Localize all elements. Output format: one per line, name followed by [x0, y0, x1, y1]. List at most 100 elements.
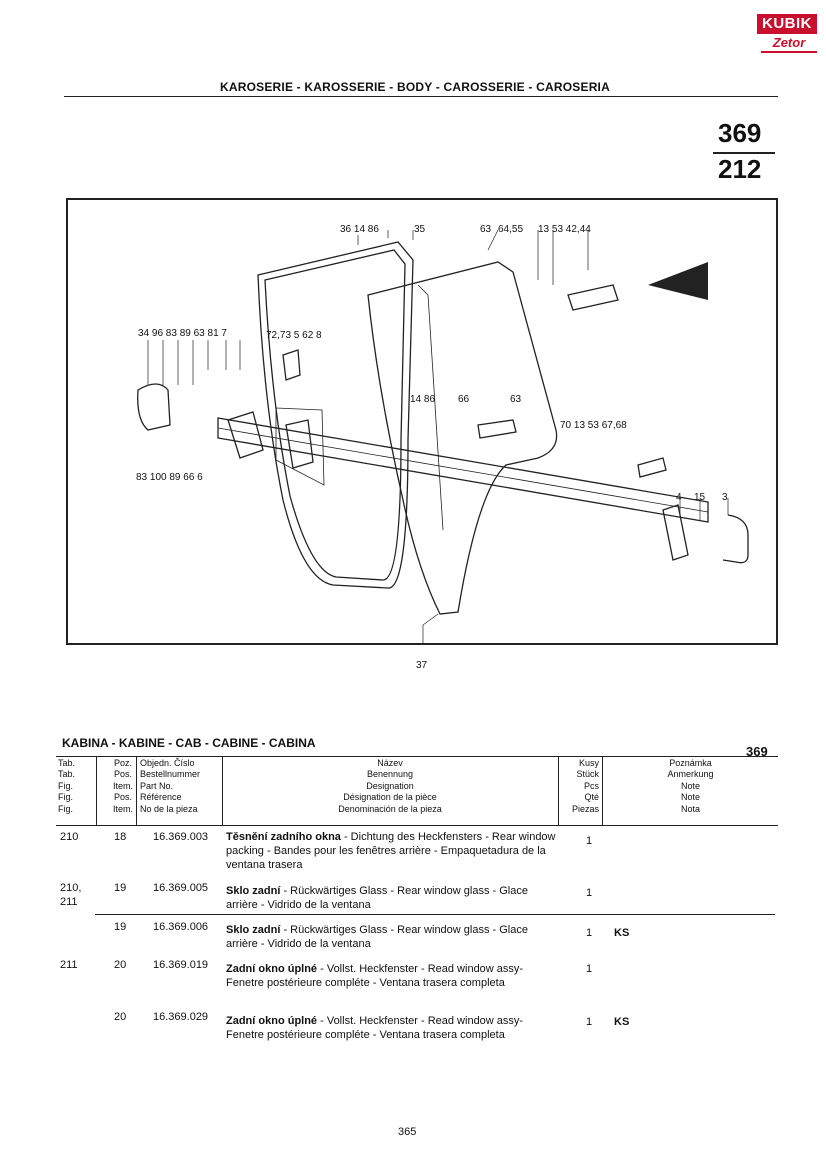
row-4-part-number: 16.369.019	[153, 959, 209, 971]
row-3-qty: 1	[586, 927, 593, 939]
brand-logo: KUBIK Zetor	[757, 14, 817, 53]
header-divider	[558, 757, 559, 825]
row-5-qty: 1	[586, 1016, 593, 1028]
header-divider	[602, 757, 603, 825]
row-2-pos: 19	[114, 882, 127, 894]
header-qty-es: Piezas	[571, 803, 599, 814]
row-5-pos: 20	[114, 1011, 127, 1023]
table-number: 369	[746, 744, 768, 759]
header-tab-cz: Tab.	[58, 758, 76, 768]
callout-83-100-89-66-6: 83 100 89 66 6	[136, 472, 203, 483]
row-5-note: KS	[614, 1016, 630, 1028]
header-tab-en: Fig.	[58, 780, 74, 791]
header-col-tab: Tab. Tab. Fig. Fig. Fig.	[58, 757, 108, 825]
row-4-description: Zadní okno úplné - Vollst. Heckfenster -…	[226, 962, 556, 990]
row-4-name-cz: Zadní okno úplné	[226, 963, 318, 975]
hinge-detail-box	[275, 407, 325, 486]
callout-63-mid: 63	[510, 394, 522, 405]
callout-34-96-83-89-63-81-7: 34 96 83 89 63 81 7	[138, 328, 227, 339]
frame-bar-shape	[217, 417, 709, 523]
row-3-name-rest: - Rückwärtiges Glass - Rear window glass…	[226, 924, 528, 950]
header-pos-es: Item.	[112, 803, 133, 814]
window-packing-shape	[257, 241, 414, 589]
latch-part-shape	[282, 349, 301, 381]
leader-lines-right	[679, 498, 729, 520]
header-col-note: Poznámka Anmerkung Note Note Nota	[603, 757, 778, 825]
row-3-description: Sklo zadní - Rückwärtiges Glass - Rear w…	[226, 923, 556, 951]
header-tab-fr: Fig.	[58, 792, 74, 803]
row-1-description: Těsnění zadního okna - Dichtung des Heck…	[226, 830, 556, 872]
logo-zetor: Zetor	[761, 35, 817, 53]
rear-window-glass-shape	[367, 261, 558, 615]
row-5-name-rest: - Vollst. Heckfenster - Read window assy…	[226, 1015, 524, 1041]
header-pos-en: Item.	[112, 780, 133, 791]
header-part-es: No de la pieza	[140, 803, 198, 814]
header-pos-fr: Pos.	[113, 792, 132, 803]
header-col-name: Název Benennung Designation Désignation …	[223, 757, 557, 825]
row-1-part-number: 16.369.003	[153, 831, 209, 843]
header-qty-de: Stück	[576, 769, 599, 780]
lower-right-hinge-shape	[637, 457, 667, 478]
row-4-qty: 1	[586, 963, 593, 975]
header-part-de: Bestellnummer	[140, 769, 201, 780]
callout-3: 3	[722, 492, 728, 503]
callout-15: 15	[694, 492, 706, 503]
row-5-description: Zadní okno úplné - Vollst. Heckfenster -…	[226, 1014, 556, 1042]
row-1-tab: 210	[60, 831, 79, 843]
header-part-fr: Référence	[140, 792, 182, 803]
callout-37: 37	[416, 660, 428, 671]
row-1-name-cz: Těsnění zadního okna	[226, 831, 341, 843]
header-name-de: Benennung	[366, 769, 414, 780]
section-title: KAROSERIE - KAROSSERIE - BODY - CAROSSER…	[220, 80, 610, 94]
header-pos-cz: Poz.	[113, 758, 132, 768]
hinge-bracket-shape	[285, 419, 314, 469]
callout-36-14-86: 36 14 86	[340, 224, 379, 235]
right-bracket-shape	[662, 504, 689, 561]
header-tab-es: Fig.	[58, 803, 74, 814]
callout-64-55: 64,55	[498, 224, 523, 235]
row-2-tab: 210,	[60, 882, 82, 894]
row-4-name-rest: - Vollst. Heckfenster - Read window assy…	[226, 963, 524, 989]
window-packing-inner-shape	[264, 249, 406, 581]
leader-lines-top	[357, 229, 589, 285]
handle-shape	[722, 514, 749, 564]
table-title: KABINA - KABINE - CAB - CABINE - CABINA	[62, 736, 316, 750]
row-5-name-cz: Zadní okno úplné	[226, 1015, 318, 1027]
figure-number-divider	[713, 152, 775, 154]
header-name-fr: Désignation de la pièce	[343, 792, 437, 803]
header-divider	[222, 757, 223, 825]
logo-kubik: KUBIK	[757, 14, 817, 34]
row-4-pos: 20	[114, 959, 127, 971]
header-note-cz: Poznámka	[669, 758, 712, 768]
center-hinge-shape	[477, 419, 517, 439]
exploded-diagram: 36 14 86 35 63 64,55 13 53 42,44 34 96 8…	[66, 198, 778, 645]
left-hinge-shape	[227, 411, 264, 459]
callout-14-86: 14 86	[410, 394, 435, 405]
row-2-tab-cont: 211	[60, 896, 78, 908]
header-note-en: Note	[680, 780, 700, 791]
header-divider	[96, 757, 97, 825]
callout-66: 66	[458, 394, 470, 405]
header-divider	[136, 757, 137, 825]
callout-4: 4	[676, 492, 682, 503]
header-qty-en: Pcs	[583, 780, 599, 791]
table-header: Tab. Tab. Fig. Fig. Fig. Poz. Pos. Item.…	[56, 756, 778, 826]
leader-lines-left	[147, 340, 241, 385]
row-2-name-cz: Sklo zadní	[226, 885, 281, 897]
figure-number-bottom: 212	[718, 154, 762, 184]
header-name-en: Designation	[366, 780, 414, 791]
header-note-fr: Note	[680, 792, 700, 803]
header-note-de: Anmerkung	[667, 769, 714, 780]
row-2-description: Sklo zadní - Rückwärtiges Glass - Rear w…	[226, 884, 556, 912]
row-2-name-rest: - Rückwärtiges Glass - Rear window glass…	[226, 885, 528, 911]
header-col-pos: Poz. Pos. Item. Pos. Item.	[108, 757, 138, 825]
row-separator	[95, 914, 775, 915]
callout-13-53-42-44: 13 53 42,44	[538, 224, 591, 235]
figure-number-top: 369	[718, 118, 762, 148]
header-tab-de: Tab.	[58, 769, 76, 780]
glass-reflection-line	[417, 284, 444, 531]
row-2-qty: 1	[586, 887, 593, 899]
left-rubber-stop-shape	[137, 383, 171, 431]
row-4-tab: 211	[60, 959, 78, 971]
row-3-part-number: 16.369.006	[153, 921, 209, 933]
